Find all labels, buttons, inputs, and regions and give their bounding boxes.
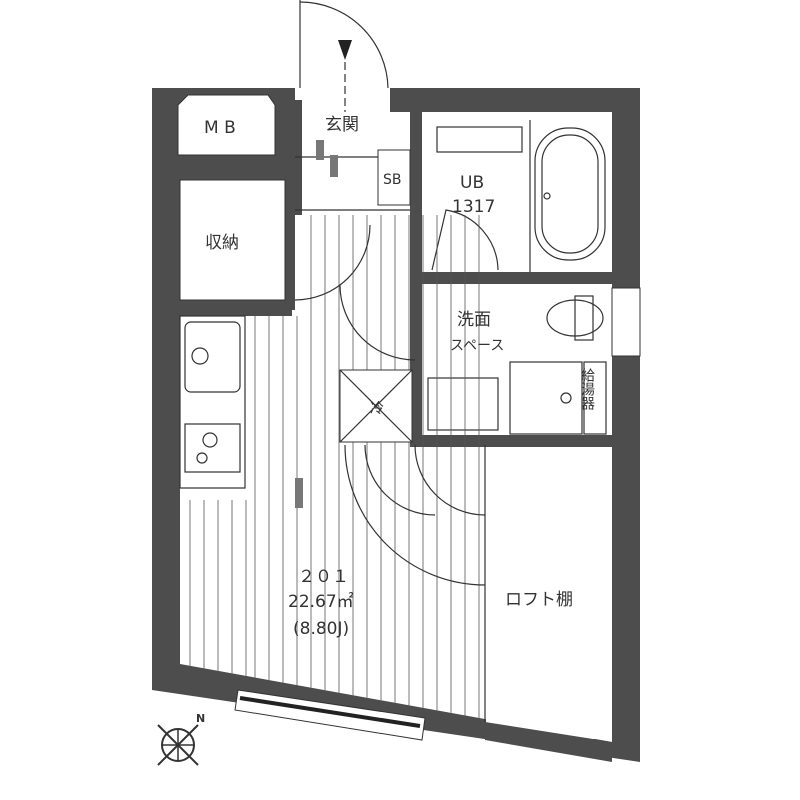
bath-label: UB <box>460 173 484 193</box>
washroom-label: 洗面 <box>457 310 491 330</box>
entry-arrow-icon <box>338 40 352 60</box>
bathtub <box>534 127 606 261</box>
washbasin <box>427 377 499 431</box>
balcony-window[interactable] <box>234 689 426 741</box>
storage-label: 収納 <box>205 233 239 253</box>
shoe-box-label: SB <box>383 172 402 188</box>
entry-door[interactable] <box>299 0 389 112</box>
fridge-label: 冷 <box>370 401 384 417</box>
shoe-box <box>377 149 411 206</box>
unit-number: ２０１ <box>298 567 349 587</box>
unit-area: 22.67㎡ <box>288 592 354 612</box>
kitchen-counter <box>179 315 246 489</box>
mb-room <box>177 94 276 156</box>
unit-bath <box>422 112 612 272</box>
water-heater-label: 給湯器 <box>579 368 595 410</box>
flooring <box>189 215 480 718</box>
sink-icon <box>184 321 241 393</box>
storage-room <box>179 179 286 301</box>
washroom-label-2: スペース <box>450 338 504 354</box>
compass-icon <box>157 724 199 766</box>
unit-tatami: (8.80J) <box>293 619 349 639</box>
bath-size-label: 1317 <box>452 197 495 217</box>
bathroom-window <box>611 287 641 357</box>
entrance-label: 玄関 <box>325 115 359 135</box>
compass-north-label: N <box>196 712 205 725</box>
washing-machine <box>509 361 583 435</box>
stove-icon <box>184 423 241 473</box>
loft-label: ロフト棚 <box>505 590 573 610</box>
mb-label: M B <box>204 118 236 138</box>
